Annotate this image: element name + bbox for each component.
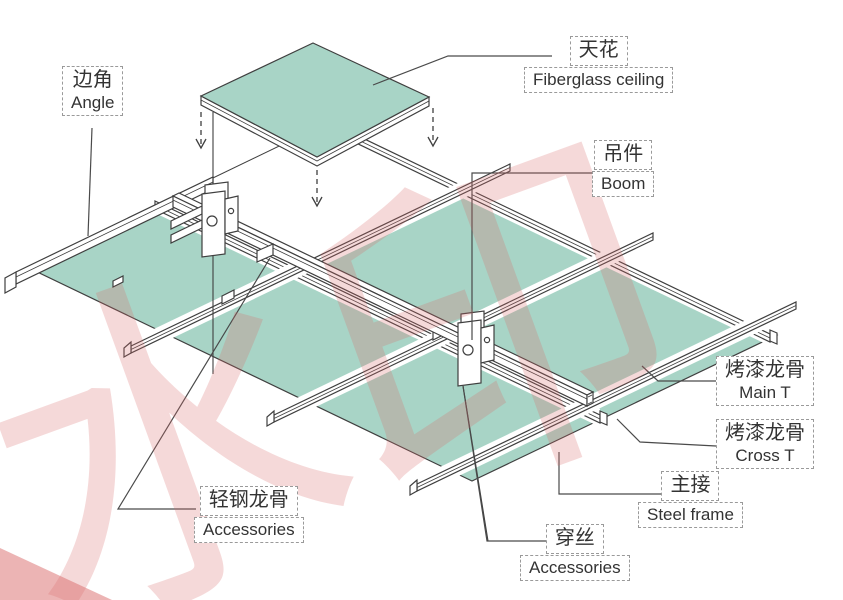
label-steel-frame-box-zh: 主接	[661, 471, 720, 501]
label-main-t: 烤漆龙骨 Main T	[716, 356, 814, 406]
label-ceiling-box-zh: 天花	[569, 36, 628, 66]
label-wire-en: Accessories	[529, 557, 621, 577]
label-steel-frame-zh: 主接	[670, 474, 711, 496]
label-ceiling: 天花 Fiberglass ceiling	[524, 36, 674, 93]
label-light-steel-box-en: Accessories	[194, 516, 304, 543]
label-steel-frame-box-en: Steel frame	[638, 501, 743, 528]
arrowhead	[195, 138, 207, 150]
label-main-t-box: 烤漆龙骨 Main T	[716, 356, 814, 406]
cross-t-end-cap	[123, 340, 132, 359]
hanger-tab	[224, 195, 239, 235]
label-ceiling-en: Fiberglass ceiling	[533, 69, 665, 89]
main-t-end-cap	[769, 329, 778, 345]
cross-t-runner-3	[409, 296, 797, 497]
leader-angle	[87, 127, 93, 237]
tile-top-face	[199, 42, 431, 158]
leader-cross-t	[616, 418, 717, 447]
main-t-end-cap	[599, 410, 608, 426]
label-light-steel: 轻钢龙骨 Accessories	[194, 486, 304, 543]
label-ceiling-box-en: Fiberglass ceiling	[524, 66, 674, 93]
label-light-steel-box-zh: 轻钢龙骨	[199, 486, 298, 516]
leader-boom	[471, 172, 594, 340]
hanger-bracket-1	[170, 112, 239, 374]
label-wire: 穿丝 Accessories	[520, 524, 630, 581]
arrowhead	[427, 136, 439, 148]
label-angle-box: 边角 Angle	[62, 66, 124, 116]
label-steel-frame-en: Steel frame	[647, 504, 734, 524]
label-wire-box-zh: 穿丝	[545, 524, 604, 554]
hanger-hole-small	[227, 207, 235, 215]
label-cross-t-en: Cross T	[735, 445, 795, 465]
hanger-hole-small	[483, 336, 491, 344]
cross-t-end-cap	[266, 409, 275, 428]
label-light-steel-en: Accessories	[203, 519, 295, 539]
leader-wire	[462, 385, 551, 542]
cross-t-runner-1	[123, 158, 511, 359]
label-light-steel-zh: 轻钢龙骨	[208, 489, 289, 511]
label-wire-zh: 穿丝	[554, 527, 595, 549]
angle-slot	[112, 275, 124, 288]
hanger-hole	[462, 344, 474, 356]
label-boom-box-en: Boom	[592, 170, 655, 197]
hanger-hole	[206, 215, 218, 227]
label-main-t-zh: 烤漆龙骨	[725, 359, 805, 381]
hanger-bracket-2	[457, 310, 495, 542]
carrier-clip	[256, 243, 274, 263]
label-cross-t-box: 烤漆龙骨 Cross T	[716, 419, 814, 469]
label-main-t-en: Main T	[739, 382, 791, 402]
label-cross-t: 烤漆龙骨 Cross T	[716, 419, 814, 469]
leader-light-steel	[116, 257, 271, 510]
label-cross-t-zh: 烤漆龙骨	[725, 422, 805, 444]
cross-t-end-cap	[409, 478, 418, 497]
grid-clip	[221, 289, 235, 305]
label-ceiling-zh: 天花	[578, 39, 619, 61]
leader-steel-frame	[558, 452, 661, 495]
leader-lines	[87, 55, 717, 542]
arrowhead	[311, 196, 323, 208]
label-angle-en: Angle	[71, 92, 115, 112]
label-angle-zh: 边角	[72, 69, 113, 91]
raised-ceiling-tile	[199, 42, 431, 167]
label-boom-zh: 吊件	[603, 143, 644, 165]
label-boom-en: Boom	[601, 173, 646, 193]
label-steel-frame: 主接 Steel frame	[638, 471, 743, 528]
label-boom: 吊件 Boom	[592, 140, 655, 197]
hanger-tab	[480, 324, 495, 364]
leader-main-t	[641, 365, 716, 382]
drop-arrows	[195, 108, 439, 208]
label-wire-box-en: Accessories	[520, 554, 630, 581]
label-boom-box-zh: 吊件	[594, 140, 653, 170]
angle-end-profile	[4, 270, 17, 295]
label-angle: 边角 Angle	[62, 66, 124, 116]
watermark-corner-stroke	[0, 548, 112, 600]
leader-ceiling	[372, 55, 552, 86]
